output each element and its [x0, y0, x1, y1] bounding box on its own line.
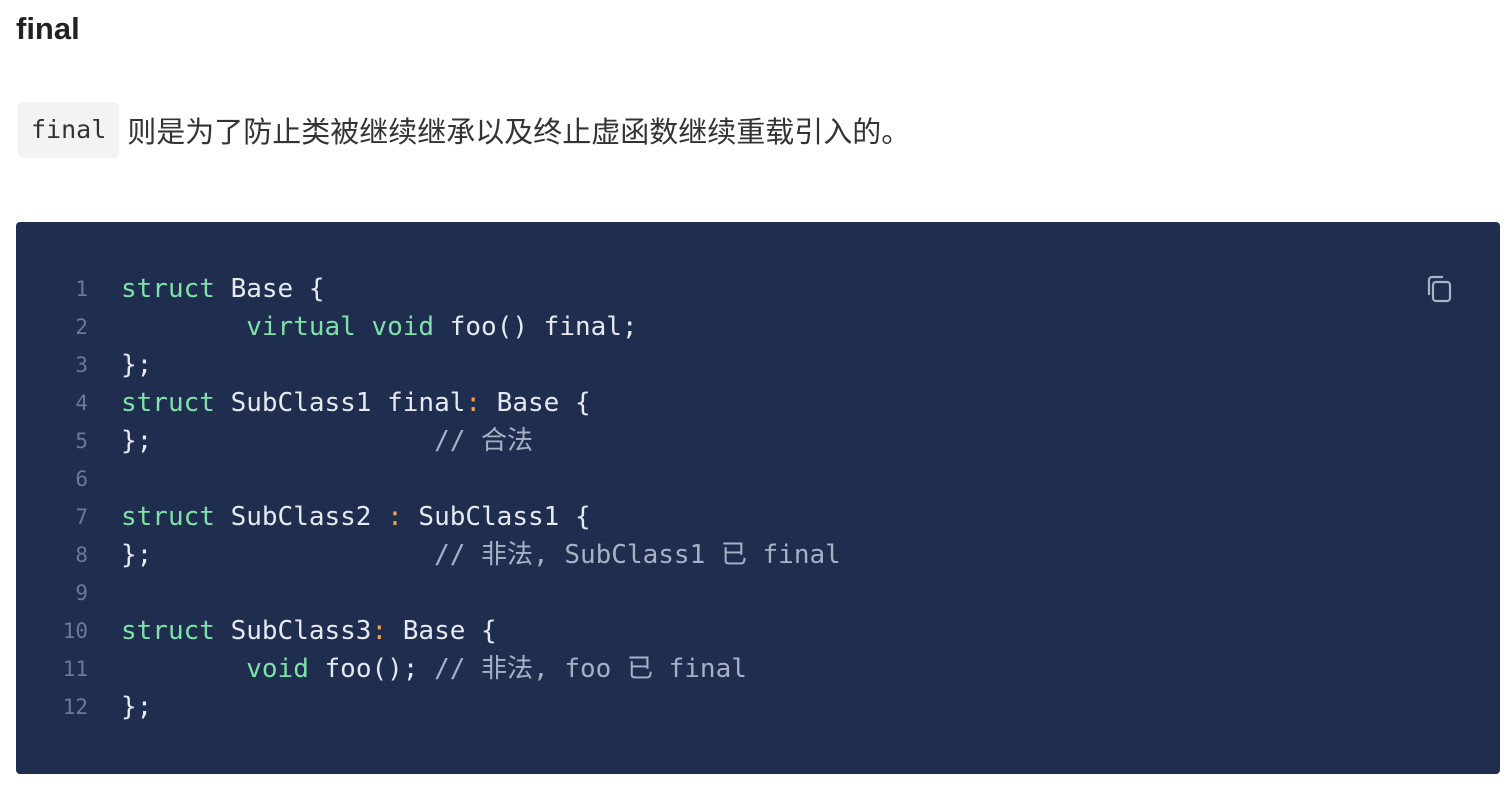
code-text: struct SubClass2 : SubClass1 { — [121, 498, 591, 536]
code-text: virtual void foo() final; — [121, 308, 638, 346]
code-token: Base { — [387, 616, 497, 646]
code-comment: // 合法 — [434, 426, 534, 456]
code-operator: : — [371, 616, 388, 646]
code-token: }; — [121, 540, 435, 570]
code-line: 3}; — [16, 346, 841, 384]
code-token: Base { — [481, 388, 591, 418]
code-line: 7 struct SubClass2 : SubClass1 { — [16, 498, 841, 536]
line-number: 9 — [75, 581, 88, 605]
code-token: SubClass1 final — [214, 388, 466, 418]
code-line: 4 struct SubClass1 final: Base { — [16, 384, 841, 422]
code-text: }; // 合法 — [121, 422, 533, 460]
code-token: }; — [121, 350, 153, 380]
code-keyword: struct — [121, 388, 215, 418]
code-line: 5}; // 合法 — [16, 422, 841, 460]
inline-code: final — [18, 102, 120, 158]
code-text: void foo(); // 非法, foo 已 final — [121, 650, 747, 688]
code-keyword: struct — [121, 502, 215, 532]
code-line: 1 struct Base { — [16, 270, 841, 308]
line-number: 7 — [75, 505, 88, 529]
code-line: 8}; // 非法, SubClass1 已 final — [16, 536, 841, 574]
description-text: 则是为了防止类被继续继承以及终止虚函数继续重载引入的。 — [127, 117, 911, 149]
line-number: 12 — [62, 695, 88, 719]
code-text: struct SubClass3: Base { — [121, 612, 497, 650]
code-text: }; — [121, 346, 152, 384]
code-keyword: struct — [121, 616, 215, 646]
code-token: SubClass1 { — [402, 502, 591, 532]
code-token — [356, 312, 372, 342]
code-keyword: struct — [121, 274, 215, 304]
code-comment: // 非法, SubClass1 已 final — [434, 540, 841, 570]
line-number: 11 — [62, 657, 88, 681]
line-number: 2 — [75, 315, 88, 339]
line-number: 3 — [75, 353, 88, 377]
code-token: foo(); — [308, 654, 435, 684]
code-keyword: void — [371, 312, 435, 342]
code-keyword: virtual — [246, 312, 356, 342]
code-token — [121, 312, 246, 342]
section-heading: final — [16, 11, 80, 46]
code-text: }; — [121, 688, 152, 726]
code-keyword: void — [246, 654, 309, 684]
code-line: 10 struct SubClass3: Base { — [16, 612, 841, 650]
code-text: struct SubClass1 final: Base { — [121, 384, 591, 422]
code-line: 6 — [16, 460, 841, 498]
description-paragraph: final 则是为了防止类被继续继承以及终止虚函数继续重载引入的。 — [18, 102, 910, 158]
code-comment: // 非法, foo 已 final — [434, 654, 747, 684]
code-token: SubClass2 — [214, 502, 388, 532]
code-token — [121, 654, 246, 684]
code-line: 9 — [16, 574, 841, 612]
line-number: 4 — [75, 391, 88, 415]
line-number: 1 — [75, 277, 88, 301]
line-number: 10 — [62, 619, 88, 643]
code-operator: : — [465, 388, 482, 418]
code-operator: : — [387, 502, 403, 532]
code-token: }; — [121, 426, 435, 456]
code-token: Base { — [214, 274, 325, 304]
copy-icon — [1427, 275, 1452, 303]
code-token: }; — [121, 692, 153, 722]
code-line: 2 virtual void foo() final; — [16, 308, 841, 346]
copy-button[interactable] — [1422, 272, 1456, 306]
line-number: 8 — [75, 543, 88, 567]
code-text: }; // 非法, SubClass1 已 final — [121, 536, 841, 574]
line-number: 6 — [75, 467, 88, 491]
code-line: 12}; — [16, 688, 841, 726]
code-text: struct Base { — [121, 270, 325, 308]
code-line: 11 void foo(); // 非法, foo 已 final — [16, 650, 841, 688]
code-token: foo() final; — [434, 312, 638, 342]
code-token: SubClass3 — [214, 616, 372, 646]
line-number: 5 — [75, 429, 88, 453]
